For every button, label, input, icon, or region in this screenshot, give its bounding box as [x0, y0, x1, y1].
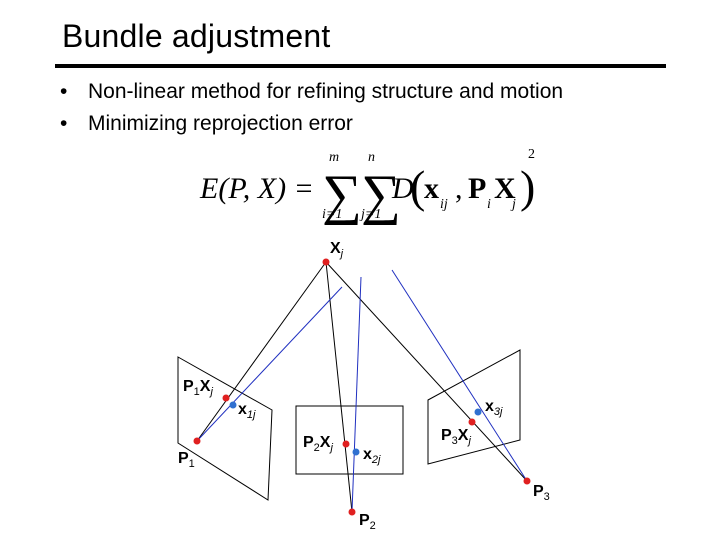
label-p1xj: P1Xj: [183, 378, 213, 398]
ray-xj-to-p2: [325, 261, 353, 513]
label-xj: Xj: [330, 240, 344, 260]
image-plane-1: [177, 356, 273, 501]
point-p1: [193, 437, 201, 445]
point-p1xj: [222, 394, 230, 402]
sum-j-lower: j=1: [359, 207, 381, 222]
bullet-list: •Non-linear method for refining structur…: [60, 76, 563, 140]
point-p2xj: [342, 440, 350, 448]
point-x3j: [474, 408, 482, 416]
sum-j-upper: n: [368, 150, 375, 165]
x-ij-sub: ij: [440, 197, 448, 212]
x-j-sub: j: [510, 197, 516, 212]
bullet-text: Non-linear method for refining structure…: [88, 80, 564, 103]
x-j: X: [494, 172, 516, 205]
point-p3: [523, 477, 531, 485]
distance-function: D: [391, 172, 414, 205]
sum-i-upper: m: [329, 150, 339, 165]
x-ij: x: [424, 172, 439, 205]
ray-p3-through-x3j: [391, 269, 528, 482]
bullet-item: •Minimizing reprojection error: [60, 112, 353, 135]
point-p2: [348, 508, 356, 516]
label-x3j: x3j: [485, 398, 503, 418]
bullet-text: Minimizing reprojection error: [88, 112, 353, 135]
label-p2: P2: [359, 512, 376, 532]
ray-xj-to-p1: [196, 261, 327, 442]
p-i: P: [468, 172, 486, 205]
point-x1j: [229, 401, 237, 409]
ray-xj-to-p3: [325, 261, 528, 482]
label-p3: P3: [533, 483, 550, 503]
label-p2xj: P2Xj: [303, 434, 333, 454]
sum-symbol-i: ∑: [322, 164, 362, 226]
sum-symbol-j: ∑: [361, 164, 401, 226]
open-paren: (: [410, 161, 425, 212]
reprojection-error-equation: E(P, X) = ∑ m i=1 ∑ n j=1 D ( x ij , P i…: [199, 147, 535, 226]
label-x1j: x1j: [238, 401, 256, 421]
image-plane-2: [295, 405, 404, 475]
bullet-item: •Non-linear method for refining structur…: [60, 80, 564, 103]
ray-p1-through-x1j: [196, 286, 343, 442]
p-i-sub: i: [487, 197, 491, 212]
label-p1: P1: [178, 450, 195, 470]
title-rule: [55, 64, 666, 68]
power-two: 2: [528, 147, 535, 162]
ray-p2-through-x2j: [351, 276, 362, 513]
point-x2j: [352, 448, 360, 456]
slide-title: Bundle adjustment: [62, 18, 331, 54]
close-paren: ): [520, 161, 535, 212]
sum-i-lower: i=1: [322, 207, 342, 222]
point-xj: [322, 258, 330, 266]
comma: ,: [455, 172, 463, 205]
point-p3xj: [468, 418, 476, 426]
label-x2j: x2j: [363, 446, 381, 466]
image-plane-3: [427, 349, 521, 465]
label-p3xj: P3Xj: [441, 427, 471, 447]
equation-lhs: E(P, X) =: [199, 172, 314, 205]
